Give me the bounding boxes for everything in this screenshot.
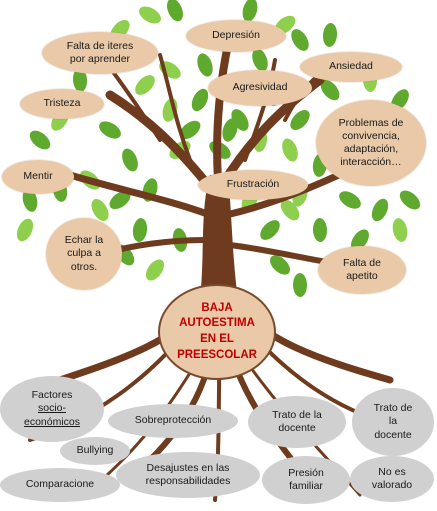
leaf [339,191,361,209]
leaf [320,79,340,101]
leaf [242,0,258,22]
leaf [145,259,165,281]
cause-bullying: Bullying [60,437,130,465]
leaf [392,218,408,242]
effect-tristeza: Tristeza [20,89,104,119]
leaf [191,88,209,112]
leaf [270,255,290,275]
effect-frustracion: Frustración [198,170,308,200]
leaf [167,0,183,22]
leaf [260,220,280,240]
leaf [139,6,161,24]
leaf [16,218,34,242]
effect-depresion: Depresión [186,20,286,52]
cause-factores-socioeconomicos: Factores socio- económicos [0,376,104,442]
leaf [351,229,369,251]
leaf [399,190,421,210]
leaf [122,148,138,172]
leaf [252,48,268,72]
leaf [222,118,238,142]
cause-trato-docente-1: Trato de la docente [248,396,346,448]
leaf [290,110,310,130]
cause-socioeconomicos-label: socio- económicos [23,402,81,428]
effect-problemas-convivencia: Problemas de convivencia, adaptación, in… [316,100,426,186]
leaf [371,198,389,222]
cause-no-valorado: No es valorado [350,456,434,502]
effect-ansiedad: Ansiedad [300,52,402,82]
leaf [291,29,309,51]
leaf [109,190,131,210]
cause-comparacion: Comparacione [0,468,120,502]
leaf [132,218,148,242]
leaf [99,121,121,139]
cause-factores-label: Factores [31,389,73,402]
leaf [282,138,298,162]
leaf [292,273,308,297]
central-topic: BAJA AUTOESTIMA EN EL PREESCOLAR [158,284,276,380]
effect-agresividad: Agresividad [208,70,312,106]
leaf [179,120,201,140]
leaf [197,53,213,77]
leaf [91,199,109,221]
effect-echar-culpa: Echar la culpa a otros. [46,218,122,290]
effect-falta-apetito: Falta de apetito [318,246,406,294]
cause-desajustes-responsabilidades: Desajustes en las responsabilidades [116,452,260,498]
leaf [22,188,38,212]
cause-presion-familiar: Presión familiar [262,456,350,504]
leaf [135,75,155,95]
effect-falta-intereses: Falta de iteres por aprender [42,32,158,74]
effect-mentir: Mentir [2,160,74,194]
cause-sobreproteccion: Sobreprotección [108,404,238,438]
cause-trato-docente-2: Trato de la docente [352,388,434,456]
leaf [72,68,88,92]
leaf [29,130,51,150]
leaf [322,23,338,47]
leaf [312,218,328,242]
